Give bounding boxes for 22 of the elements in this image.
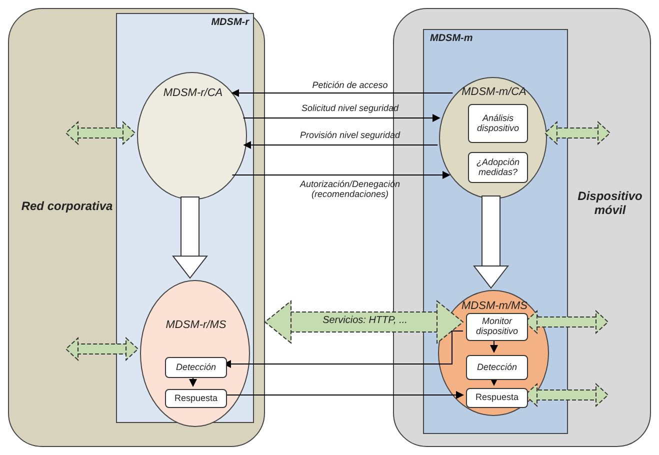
component-title: MDSM-m/CA <box>460 86 528 98</box>
arrow <box>232 171 450 179</box>
zone-title: Red corporativa <box>20 199 114 213</box>
component-title: MDSM-r/MS <box>164 319 228 331</box>
arrow <box>231 89 454 97</box>
process-box: Detección <box>466 355 528 380</box>
network-zone <box>8 8 265 447</box>
module-panel <box>423 29 568 434</box>
process-box: Monitor dispositivo <box>466 313 528 341</box>
process-box: ¿Adopción medidas? <box>468 152 528 183</box>
zone-title: Dispositivo móvil <box>576 189 644 217</box>
component-title: MDSM-m/MS <box>460 300 528 312</box>
arrow <box>242 114 440 122</box>
process-box: Respuesta <box>466 388 528 408</box>
panel-title: MDSM-r <box>210 17 249 28</box>
process-box: Análisis dispositivo <box>468 104 528 143</box>
component-title: MDSM-r/CA <box>162 87 224 99</box>
edge-label: Petición de acceso <box>311 80 389 90</box>
process-box: Detección <box>165 357 227 378</box>
panel-title: MDSM-m <box>430 33 474 44</box>
arrow <box>243 141 438 149</box>
process-box: Respuesta <box>165 389 227 408</box>
